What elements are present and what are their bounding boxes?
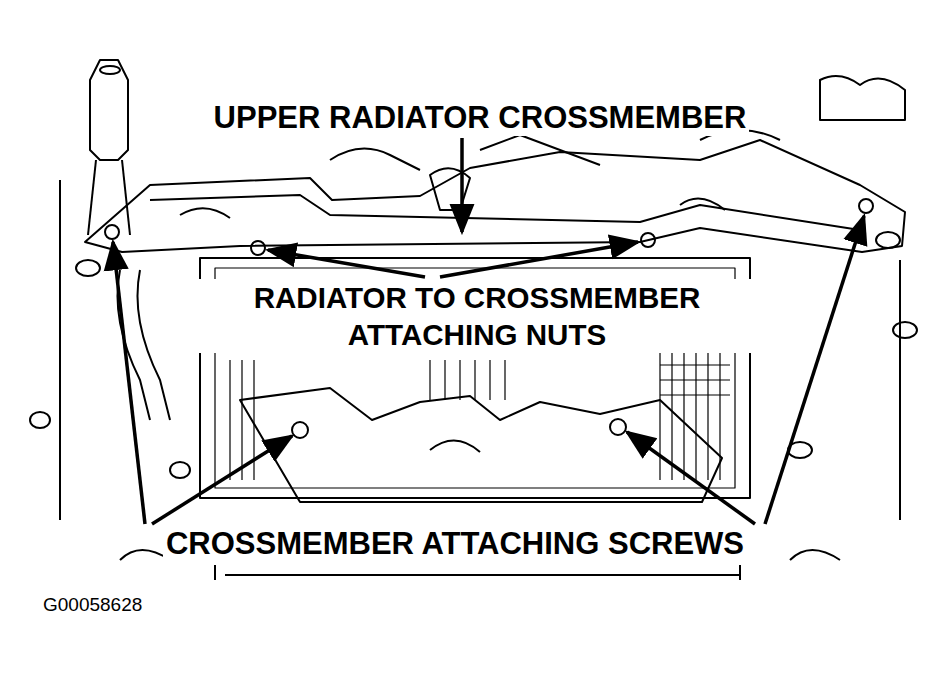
- figure-id: G00058628: [40, 593, 145, 616]
- engine-bay-drawing: [30, 60, 917, 580]
- part-label: CROSSMEMBER ATTACHING SCREWS: [163, 525, 747, 562]
- part-label: RADIATOR TO CROSSMEMBER ATTACHING NUTS: [194, 279, 760, 353]
- leader-lines: [113, 138, 864, 524]
- part-label: UPPER RADIATOR CROSSMEMBER: [211, 99, 750, 136]
